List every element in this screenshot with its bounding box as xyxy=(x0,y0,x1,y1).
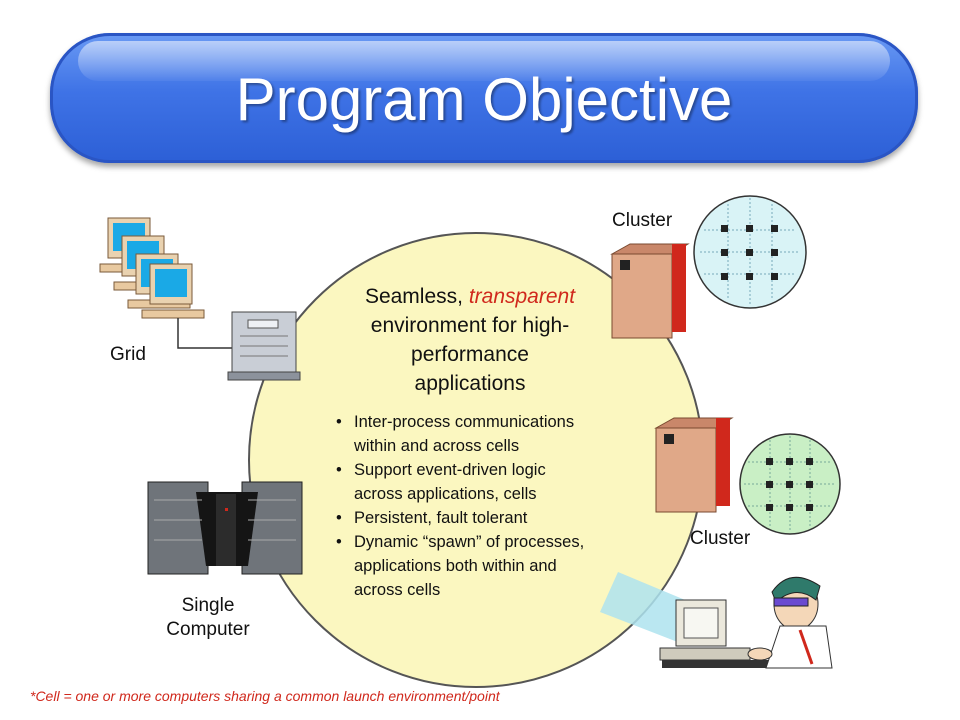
single-computer-label: Single Computer xyxy=(156,594,260,642)
bullet-item: Inter-process communications within and a… xyxy=(336,410,656,458)
headline-part1: Seamless, xyxy=(364,285,469,308)
headline-emphasis: transparent xyxy=(468,285,576,308)
cluster-top-label: Cluster xyxy=(612,210,673,231)
cluster-bottom-label: Cluster xyxy=(690,528,751,549)
bullet-text: Dynamic “spawn” of processes, xyxy=(354,533,585,551)
bullet-text: Persistent, fault tolerant xyxy=(354,509,528,527)
page-title: Program Objective xyxy=(235,66,733,133)
bullet-text: across applications, cells xyxy=(354,485,537,503)
title-banner: Program Objective xyxy=(50,33,918,163)
cluster-bottom-node-circle xyxy=(739,433,841,535)
bullet-text: within and across cells xyxy=(354,437,520,455)
single-computer-label-line2: Computer xyxy=(166,619,250,640)
user-at-computer-icon xyxy=(659,576,833,669)
grid-connector-line xyxy=(177,318,232,349)
title-gloss xyxy=(78,41,890,81)
bullet-text: Support event-driven logic xyxy=(354,461,546,479)
footnote: *Cell = one or more computers sharing a … xyxy=(30,688,500,704)
grid-server-icon xyxy=(227,311,301,381)
cluster-top-node-circle xyxy=(693,195,807,309)
bullet-text: across cells xyxy=(354,581,441,599)
cluster-top-cabinet-icon xyxy=(610,243,690,339)
headline-line4: applications xyxy=(414,372,526,395)
headline-line3: performance xyxy=(411,343,529,366)
grid-label: Grid xyxy=(110,344,146,365)
bullet-item: Persistent, fault tolerant xyxy=(336,506,656,530)
objective-bullet-list: Inter-process communications within and a… xyxy=(336,410,656,602)
grid-workstations-icon xyxy=(99,217,205,319)
cluster-bottom-cabinet-icon xyxy=(654,417,734,513)
single-computer-icon xyxy=(147,481,303,575)
bullet-item: Dynamic “spawn” of processes, application… xyxy=(336,530,656,602)
headline-line2: environment for high- xyxy=(370,314,570,337)
single-computer-label-line1: Single xyxy=(181,595,235,616)
bullet-text: Inter-process communications xyxy=(354,413,575,431)
bullet-text: applications both within and xyxy=(354,557,557,575)
headline: Seamless, transparent environment for hi… xyxy=(300,282,640,398)
bullet-item: Support event-driven logic across applica… xyxy=(336,458,656,506)
user-beam xyxy=(600,572,690,646)
